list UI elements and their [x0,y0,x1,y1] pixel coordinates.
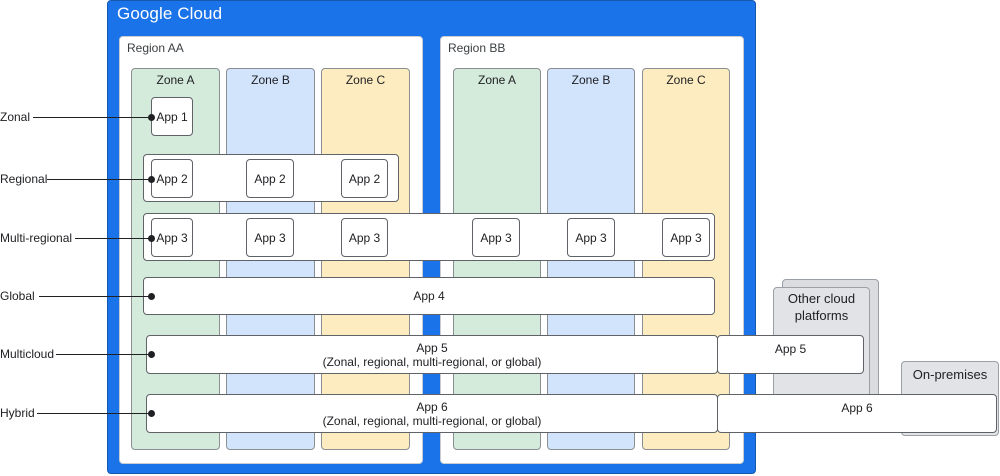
zone-label: Zone A [477,73,517,87]
zone-label: Zone B [251,73,290,87]
row-label-hybrid: Hybrid [0,406,35,420]
multi-regional-band [143,213,715,261]
on-premises-title: On-premises [912,367,988,382]
app-5-scope: (Zonal, regional, multi-regional, or glo… [322,354,542,369]
app-6-on-premises-label: App 6 [841,401,873,415]
row-dot-regional [148,176,155,183]
app-2-zone-b: App 2 [246,159,294,198]
row-label-global: Global [0,289,35,303]
app-6-google-cloud: App 6 (Zonal, regional, multi-regional, … [146,394,718,433]
app-3-bb-zone-b: App 3 [567,218,615,257]
app-6-name: App 6 [416,399,448,414]
row-line-global [39,296,151,297]
app-3-aa-zone-b: App 3 [246,218,294,257]
app-3-bb-zone-c: App 3 [662,218,710,257]
app-3-aa-zone-c: App 3 [341,218,388,257]
row-label-regional: Regional [0,172,48,186]
row-label-multicloud: Multicloud [0,347,55,361]
app-2-zone-a: App 2 [151,159,193,198]
app-3-aa-zone-a: App 3 [151,218,193,257]
app-5-other-cloud-label: App 5 [774,342,807,356]
app-6-scope: (Zonal, regional, multi-regional, or glo… [322,413,542,428]
row-dot-zonal [148,114,155,121]
row-line-regional [47,179,151,180]
app-6-on-premises: App 6 [717,394,997,433]
row-dot-multicloud [148,351,155,358]
row-line-multicloud [56,354,151,355]
zone-label: Zone C [345,73,386,87]
row-line-zonal [33,117,151,118]
other-cloud-line1: Other cloud [787,291,856,306]
app-2-zone-c: App 2 [341,159,388,198]
row-dot-multi-regional [148,235,155,242]
row-line-multi-regional [75,238,151,239]
row-label-zonal: Zonal [0,110,31,124]
zone-label: Zone A [156,73,195,87]
row-line-hybrid [37,413,151,414]
region-aa-label: Region AA [127,41,184,55]
row-label-multi-regional: Multi-regional [0,231,73,245]
app-3-bb-zone-a: App 3 [472,218,520,257]
region-bb-label: Region BB [448,41,506,55]
app-5-name: App 5 [416,340,448,355]
zone-label: Zone B [571,73,611,87]
app-5-other-cloud: App 5 [717,335,864,374]
other-cloud-line2: platforms [794,308,849,323]
app-5-google-cloud: App 5 (Zonal, regional, multi-regional, … [146,335,718,374]
app-1: App 1 [151,97,193,136]
row-dot-hybrid [148,410,155,417]
other-cloud-title: Other cloud platforms [773,290,870,324]
row-dot-global [148,293,155,300]
app-4: App 4 [143,277,715,315]
zone-label: Zone C [666,73,706,87]
google-cloud-logo: Google Cloud [117,4,223,23]
